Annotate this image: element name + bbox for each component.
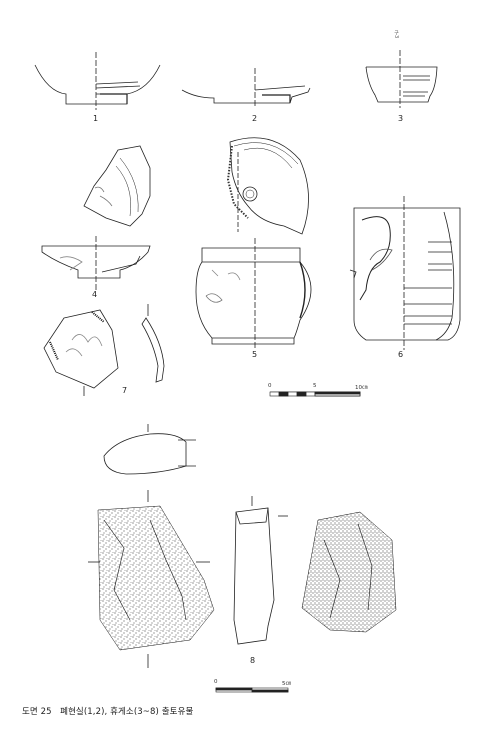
- sherd-7-drawing: [43, 304, 165, 396]
- figure-caption-number: 도면 25: [22, 707, 52, 717]
- item-label-6: 6: [398, 350, 404, 359]
- scale-bar-5cm: [215, 687, 289, 693]
- figure-caption-text: 폐현실(1,2), 휴게소(3~8) 출토유물: [60, 707, 194, 717]
- scale-5cm-tick-0: 0: [214, 679, 218, 685]
- sherd-2-drawing: [181, 68, 311, 108]
- sherd-dish-half-drawing: [226, 137, 309, 235]
- scale-10cm-tick-10: 10㎝: [355, 385, 368, 391]
- item-label-7: 7: [122, 386, 128, 395]
- scale-5cm-tick-5: 5㎝: [282, 681, 291, 687]
- figure-caption: 도면 25 폐현실(1,2), 휴게소(3~8) 출토유물: [22, 705, 193, 717]
- sherd-4-drawing: [41, 236, 151, 292]
- vertical-note: 구3: [393, 30, 399, 39]
- scale-10cm-tick-5: 5: [313, 383, 317, 389]
- sherd-8-drawing: [88, 424, 397, 668]
- sherd-bowl-fragment-drawing: [83, 145, 151, 227]
- sherd-5-drawing: [195, 238, 312, 348]
- item-label-2: 2: [252, 114, 258, 123]
- sherd-3-drawing: [365, 50, 438, 108]
- item-label-3: 3: [398, 114, 404, 123]
- sherd-6-drawing: [349, 196, 461, 350]
- item-label-4: 4: [92, 290, 98, 299]
- item-label-5: 5: [252, 350, 258, 359]
- sherd-1-drawing: [34, 52, 161, 110]
- item-label-1: 1: [93, 114, 99, 123]
- scale-bar-10cm: [269, 391, 361, 397]
- item-label-8: 8: [250, 656, 256, 665]
- scale-10cm-tick-0: 0: [268, 383, 272, 389]
